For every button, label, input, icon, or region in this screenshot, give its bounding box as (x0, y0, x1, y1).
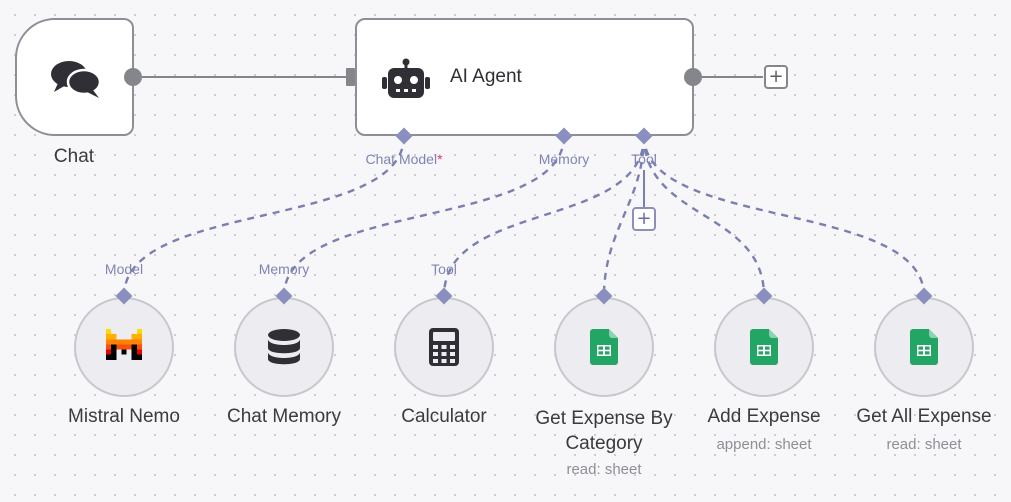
get-all-expense-subtitle: read: sheet (886, 436, 962, 453)
chat-bubbles-icon (51, 61, 102, 98)
ai-agent-node[interactable]: AI Agent (355, 18, 694, 136)
wire-tool-get-all[interactable] (642, 135, 926, 297)
chat-model-port-label: Chat Model* (365, 151, 443, 167)
agent-title: AI Agent (450, 66, 522, 87)
tool-port-label: Tool (631, 151, 657, 167)
chat-memory-node[interactable] (234, 297, 334, 397)
add-expense-subtitle: append: sheet (716, 436, 812, 453)
database-icon (268, 329, 300, 365)
memory-sub-port-label: Memory (258, 261, 310, 277)
get-expense-by-category-node[interactable] (554, 297, 654, 397)
trigger-label: Chat (53, 146, 95, 167)
agent-add-next-button[interactable]: + (764, 65, 788, 89)
chat-memory-label: Chat Memory (226, 406, 342, 427)
calculator-icon (429, 328, 459, 366)
google-sheets-icon (750, 329, 778, 365)
wire-tool-add-expense[interactable] (642, 135, 766, 297)
trigger-output-port[interactable] (124, 68, 142, 86)
get-all-expense-node[interactable] (874, 297, 974, 397)
add-expense-label: Add Expense (707, 406, 821, 427)
chat-trigger-node[interactable] (15, 18, 134, 136)
agent-output-port[interactable] (684, 68, 702, 86)
memory-port-label: Memory (538, 151, 590, 167)
agent-input-port[interactable] (346, 68, 355, 86)
get-all-expense-label: Get All Expense (856, 406, 992, 427)
add-tool-button[interactable]: + (632, 207, 656, 231)
google-sheets-icon (910, 329, 938, 365)
model-port-label: Model (104, 261, 144, 277)
google-sheets-icon (590, 329, 618, 365)
mistral-logo-icon (106, 329, 142, 360)
mistral-nemo-label: Mistral Nemo (68, 406, 180, 427)
get-expense-by-category-label: Get Expense By Category (535, 408, 673, 454)
mistral-nemo-node[interactable] (74, 297, 174, 397)
calculator-port-label: Tool (431, 261, 457, 277)
add-expense-node[interactable] (714, 297, 814, 397)
get-expense-by-category-subtitle: read: sheet (566, 461, 642, 478)
calculator-node[interactable] (394, 297, 494, 397)
calculator-label: Calculator (401, 406, 487, 427)
robot-icon (382, 58, 430, 98)
